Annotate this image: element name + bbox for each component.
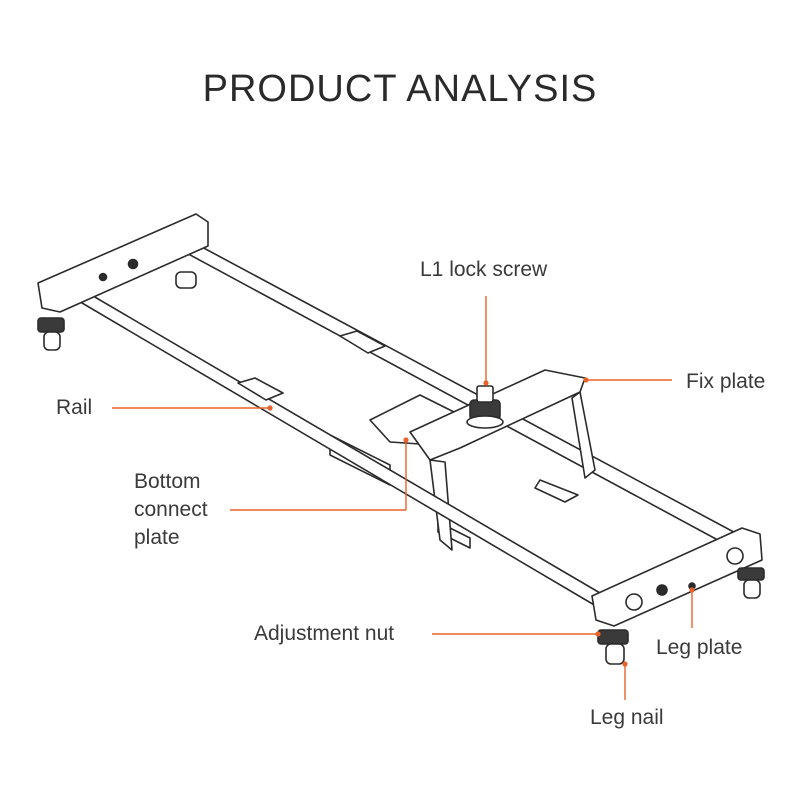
- callout-l1-lock-screw: [483, 296, 489, 386]
- callout-leg-nail: [622, 661, 628, 700]
- label-l1-lock-screw: L1 lock screw: [420, 258, 548, 281]
- leg-right-back: [737, 567, 765, 599]
- label-bottom-connect-plate: Bottom connect plate: [134, 470, 208, 549]
- end-plate-left: [37, 213, 209, 313]
- diagram-title: PRODUCT ANALYSIS: [202, 68, 598, 110]
- rail-sleeve-far: [339, 330, 386, 354]
- label-adjustment-nut: Adjustment nut: [254, 622, 395, 645]
- leg-left-back: [175, 271, 197, 289]
- leg-left-front: [37, 317, 65, 351]
- leg-right-front: [597, 629, 629, 665]
- lock-screw-shape: [466, 385, 504, 429]
- rail-sleeve-near: [237, 377, 284, 401]
- end-plate-right: [591, 527, 763, 627]
- callout-rail: [112, 405, 273, 411]
- label-leg-plate: Leg plate: [656, 636, 743, 659]
- callout-adjustment-nut: [432, 631, 601, 637]
- label-rail: Rail: [56, 396, 93, 419]
- label-leg-nail: Leg nail: [590, 706, 664, 729]
- label-fix-plate: Fix plate: [686, 370, 766, 393]
- callout-leg-plate: [689, 587, 695, 628]
- callout-bottom-connect-plate: [230, 437, 409, 511]
- callout-fix-plate: [583, 377, 672, 383]
